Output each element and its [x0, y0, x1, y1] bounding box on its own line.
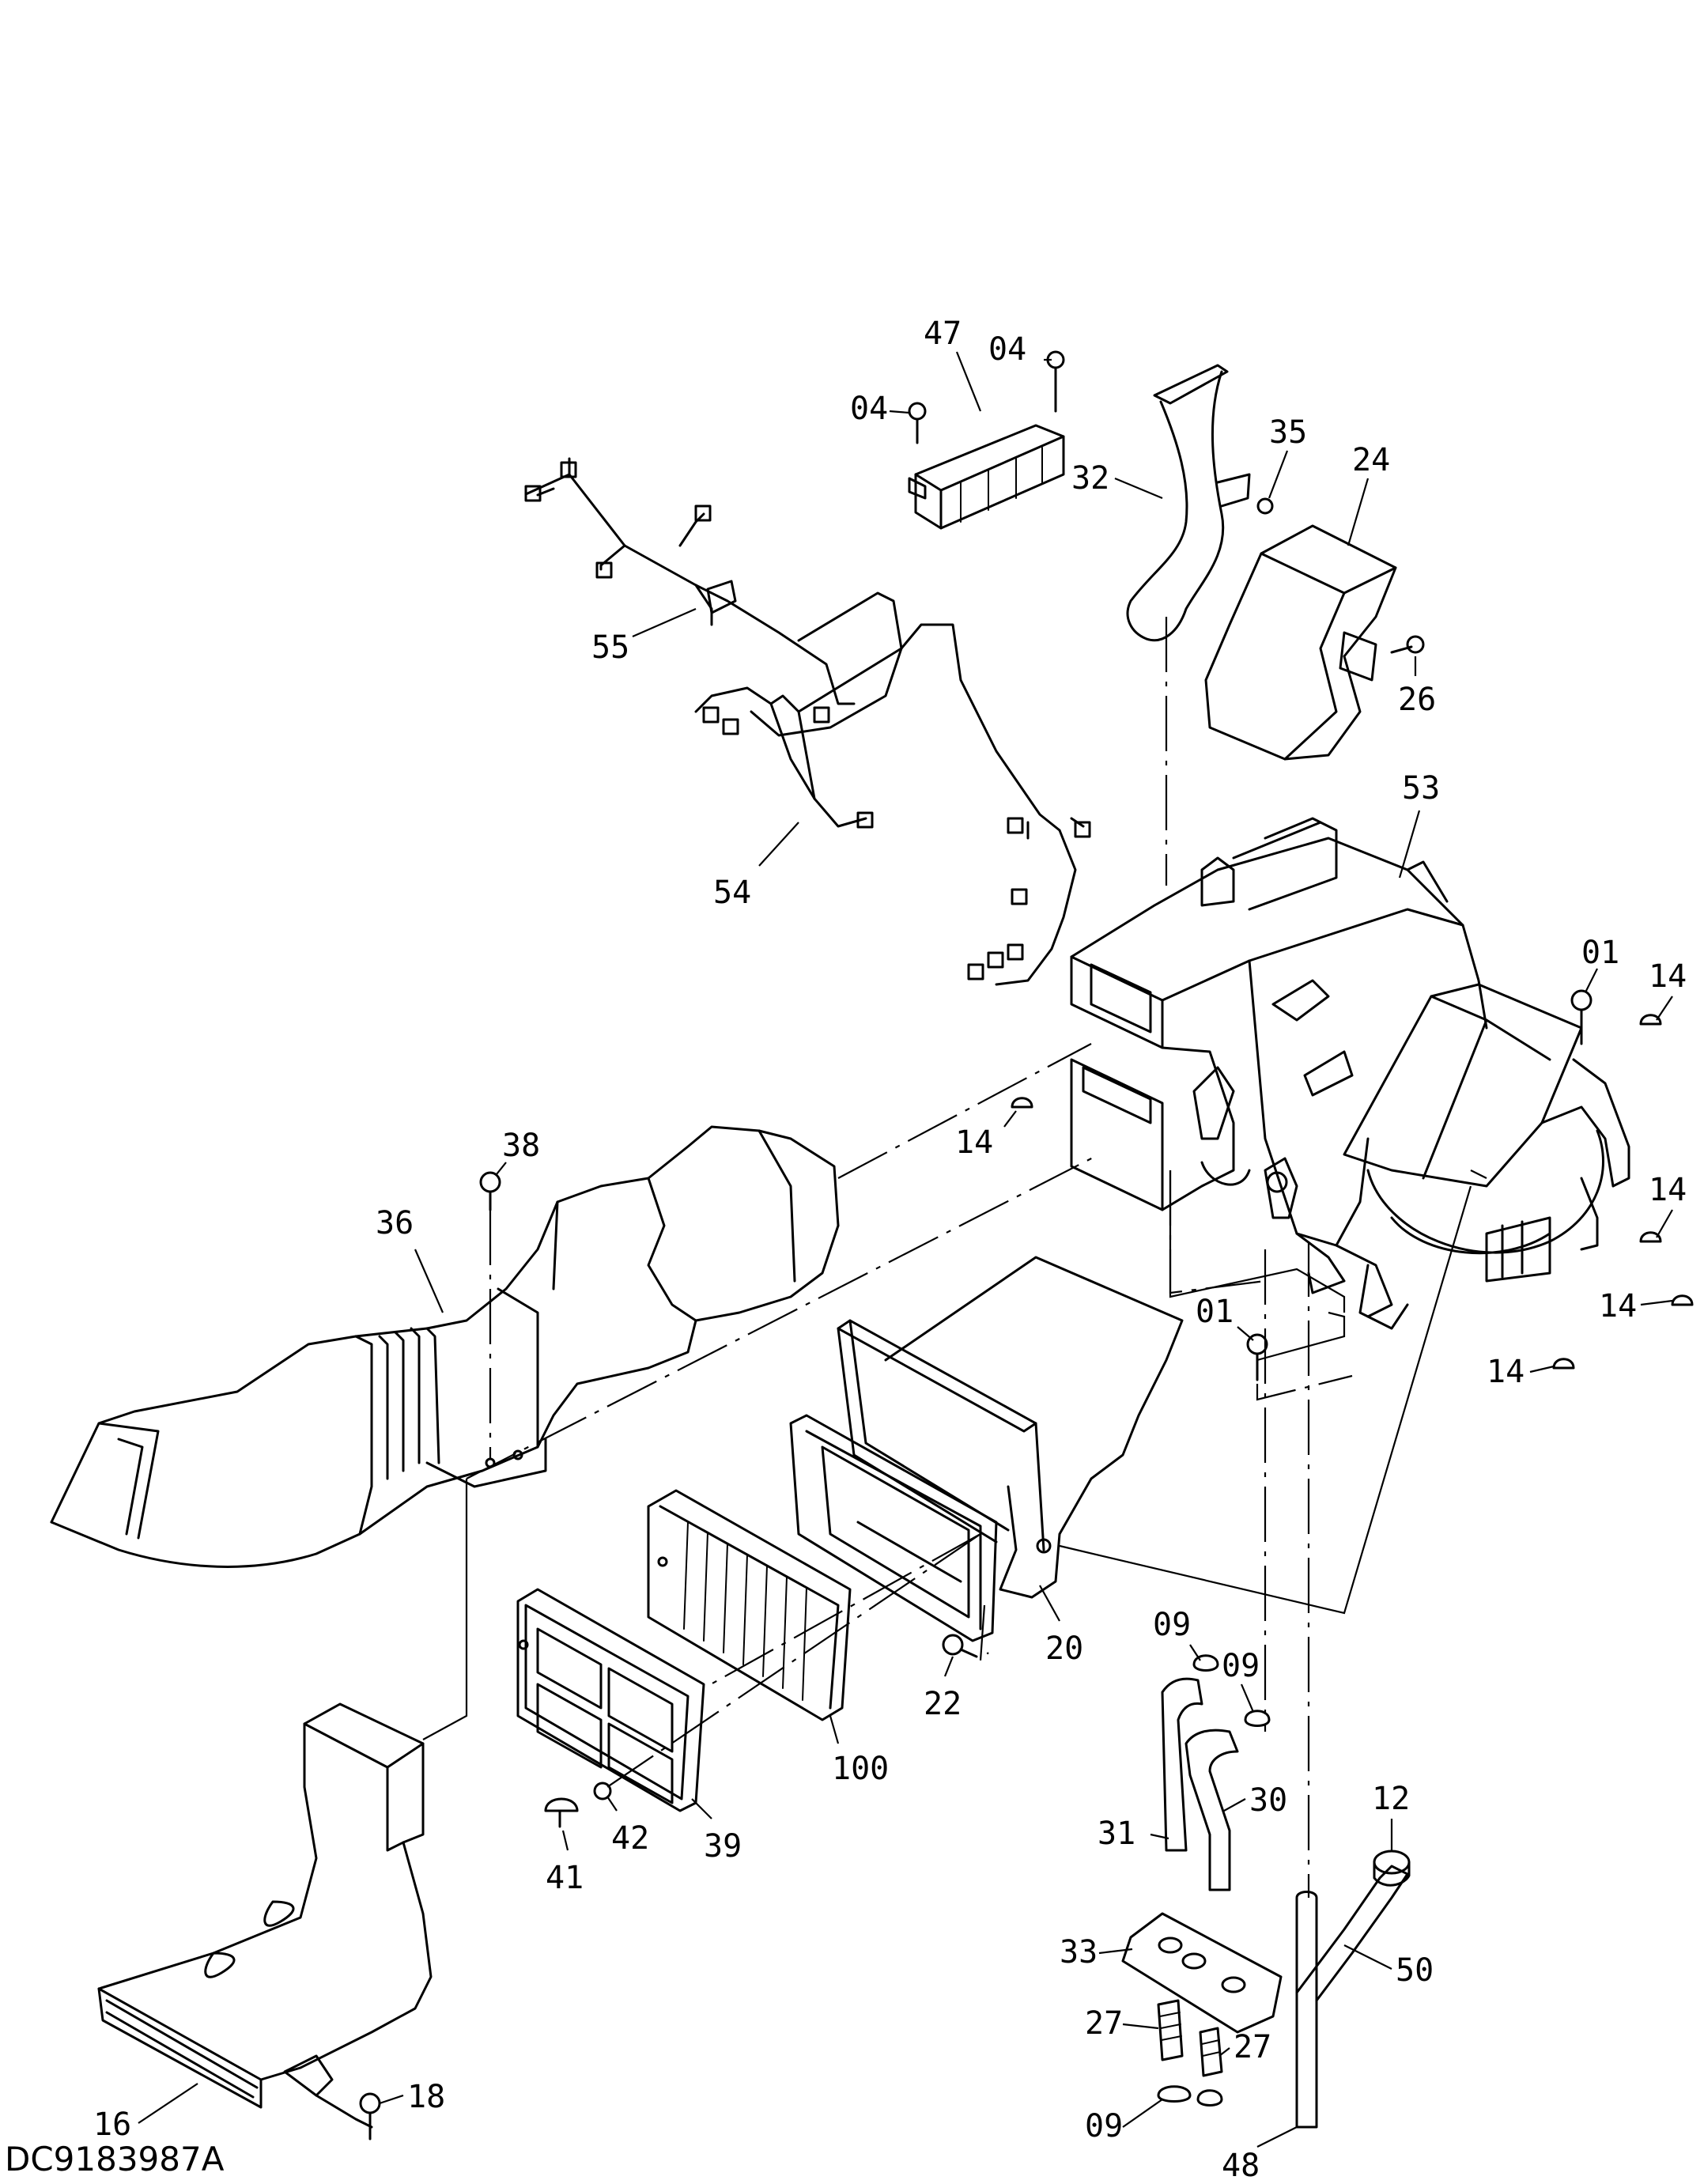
part-38-screw: [479, 1171, 501, 1459]
part-26-bolt: [1390, 635, 1425, 654]
part-50-pipe: [1295, 1865, 1409, 2002]
callout-42: 42: [611, 1820, 649, 1857]
callout-20: 20: [1045, 1630, 1083, 1667]
part-53-hvac-unit: [1070, 817, 1630, 1330]
part-100-filter-element: [647, 1489, 852, 1721]
callout-01: 01: [1196, 1294, 1234, 1330]
part-35-screw: [1256, 497, 1274, 515]
callout-16: 16: [93, 2107, 131, 2143]
callout-55: 55: [591, 629, 629, 666]
part-20-filter-housing: [789, 1256, 1184, 1642]
part-14-clips: [1011, 1014, 1694, 1370]
callout-09: 09: [1222, 1648, 1260, 1684]
callout-26: 26: [1398, 682, 1436, 718]
part-30-hose: [1184, 1729, 1239, 1891]
callout-22: 22: [924, 1686, 962, 1722]
part-54-wire-harness: [694, 623, 1091, 986]
part-24-upper-duct: [1204, 524, 1397, 761]
callout-09: 09: [1085, 2108, 1123, 2144]
callout-35: 35: [1269, 414, 1307, 451]
callout-12: 12: [1372, 1781, 1410, 1817]
callout-50: 50: [1396, 1952, 1434, 1989]
drawing-code: DC9183987A: [5, 2140, 225, 2178]
callout-14: 14: [1487, 1354, 1525, 1390]
callout-09: 09: [1153, 1607, 1191, 1643]
callout-18: 18: [407, 2079, 445, 2115]
callout-31: 31: [1098, 1816, 1135, 1852]
callout-27: 27: [1234, 2029, 1271, 2065]
callout-14: 14: [955, 1124, 993, 1161]
callout-53: 53: [1402, 770, 1440, 807]
callout-32: 32: [1071, 460, 1109, 497]
callout-14: 14: [1649, 958, 1687, 995]
callout-36: 36: [376, 1205, 414, 1241]
part-42-screw: [593, 1782, 612, 1800]
part-22-screw: [942, 1634, 978, 1658]
part-48-pipe: [1295, 1241, 1318, 2129]
part-18-screw: [359, 2092, 381, 2141]
callout-01: 01: [1581, 935, 1619, 971]
callout-48: 48: [1222, 2148, 1260, 2184]
part-47-relay-box: [908, 424, 1065, 530]
callout-39: 39: [704, 1828, 742, 1865]
part-41-clip: [544, 1797, 579, 1828]
callout-47: 47: [924, 316, 962, 352]
part-31-hose: [1161, 1677, 1203, 1852]
callout-30: 30: [1249, 1782, 1287, 1819]
callout-04: 04: [988, 331, 1026, 368]
assembly-lines: [422, 1043, 1487, 1789]
part-01-bolt-b: [1246, 1333, 1268, 1381]
part-39-filter-cover: [516, 1588, 705, 1812]
callout-14: 14: [1649, 1172, 1687, 1208]
part-01-bolt-a: [1570, 989, 1593, 1045]
part-04-bolt-a: [908, 402, 927, 444]
part-16-lower-duct: [97, 1702, 433, 2129]
callout-14: 14: [1599, 1288, 1637, 1324]
callout-41: 41: [546, 1860, 584, 1896]
callout-labels: 47 04 04 32 35 24 26 55 54 53 01 14 14 1…: [93, 316, 1687, 2184]
callout-33: 33: [1060, 1934, 1098, 1971]
part-32-duct-pipe: [1126, 364, 1251, 886]
part-12-cap: [1373, 1850, 1411, 1887]
part-33-plate: [1121, 1912, 1283, 2034]
part-04-bolt-b: [1046, 350, 1065, 413]
callout-100: 100: [832, 1751, 889, 1787]
callout-leaders: [138, 351, 1673, 2148]
callout-38: 38: [502, 1128, 540, 1164]
callout-54: 54: [713, 875, 751, 911]
callout-27: 27: [1085, 2005, 1123, 2042]
callout-24: 24: [1352, 442, 1390, 478]
callout-04: 04: [850, 391, 888, 427]
part-55-wire-harness: [524, 457, 903, 737]
part-36-main-duct: [50, 1125, 840, 1568]
part-27-fittings: [1157, 1999, 1223, 2077]
